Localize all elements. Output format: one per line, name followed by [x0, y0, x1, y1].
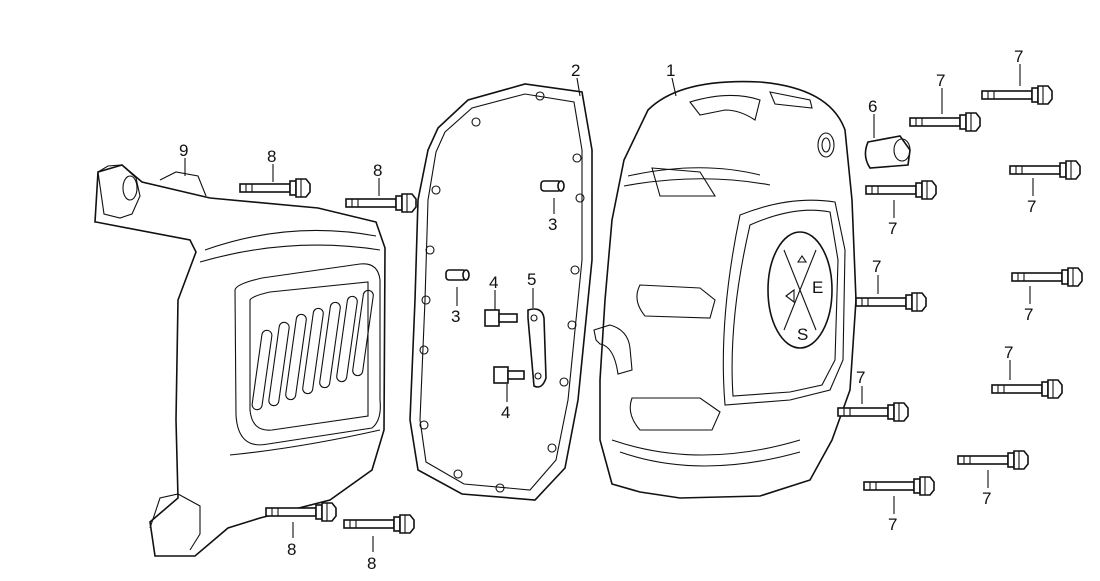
callout-part-7-h: 7: [1004, 343, 1013, 362]
callout-part-8-d: 8: [367, 554, 376, 573]
screw-part-4-lower: [493, 366, 525, 384]
bolt-part-7-j: [957, 450, 1029, 470]
bolt-part-8-a: [239, 178, 311, 198]
clip-plate-part-5: [527, 308, 547, 388]
bolt-part-7-e: [855, 292, 927, 312]
bolt-part-7-a: [909, 112, 981, 132]
callout-part-9: 9: [179, 141, 188, 160]
bolt-part-7-b: [981, 85, 1053, 105]
callout-part-7-a: 7: [936, 71, 945, 90]
callout-part-7-c: 7: [888, 219, 897, 238]
callout-part-7-i: 7: [888, 515, 897, 534]
badge-letter-e: E: [812, 278, 823, 297]
arrow-up-icon: [796, 255, 808, 263]
callout-part-7-e: 7: [872, 257, 881, 276]
gasket-part-2: [409, 83, 593, 501]
arrow-left-icon: [785, 288, 795, 304]
main-cover-part-1: E S: [593, 80, 857, 499]
bolt-part-8-d: [343, 514, 415, 534]
callout-part-3-lower: 3: [451, 307, 460, 326]
callout-part-1: 1: [666, 61, 675, 80]
callout-part-6: 6: [868, 97, 877, 116]
screw-part-4-upper: [484, 309, 518, 327]
bolt-part-7-g: [837, 402, 909, 422]
leader-lines: [184, 64, 1034, 552]
callout-part-7-b: 7: [1014, 47, 1023, 66]
dowel-pin-part-3-lower: [445, 269, 470, 281]
cap-nut-part-6: [864, 135, 911, 169]
bolt-part-7-i: [863, 476, 935, 496]
outer-cover-part-9: [94, 164, 386, 557]
bolt-part-7-f: [1011, 267, 1083, 287]
bolt-part-7-c: [865, 180, 937, 200]
callout-part-8-b: 8: [373, 161, 382, 180]
dowel-pin-part-3-upper: [540, 180, 565, 192]
callout-part-8-c: 8: [287, 540, 296, 559]
badge-letter-s: S: [797, 325, 808, 344]
bolt-part-7-d: [1009, 160, 1081, 180]
callout-part-4-upper: 4: [489, 273, 498, 292]
callout-part-4-lower: 4: [501, 403, 510, 422]
callout-part-7-d: 7: [1027, 197, 1036, 216]
callout-part-3-upper: 3: [548, 215, 557, 234]
callout-part-7-j: 7: [982, 489, 991, 508]
callout-part-7-g: 7: [856, 368, 865, 387]
callout-labels: 1 2 3 3 4 4 5 6 7 7 7 7 7 7 7 7 7 7 8 8 …: [179, 47, 1036, 573]
bolt-part-7-h: [991, 379, 1063, 399]
callout-part-7-f: 7: [1024, 305, 1033, 324]
callout-part-5: 5: [527, 270, 536, 289]
bolt-part-8-b: [345, 193, 417, 213]
callout-part-2: 2: [571, 61, 580, 80]
callout-part-8-a: 8: [267, 147, 276, 166]
